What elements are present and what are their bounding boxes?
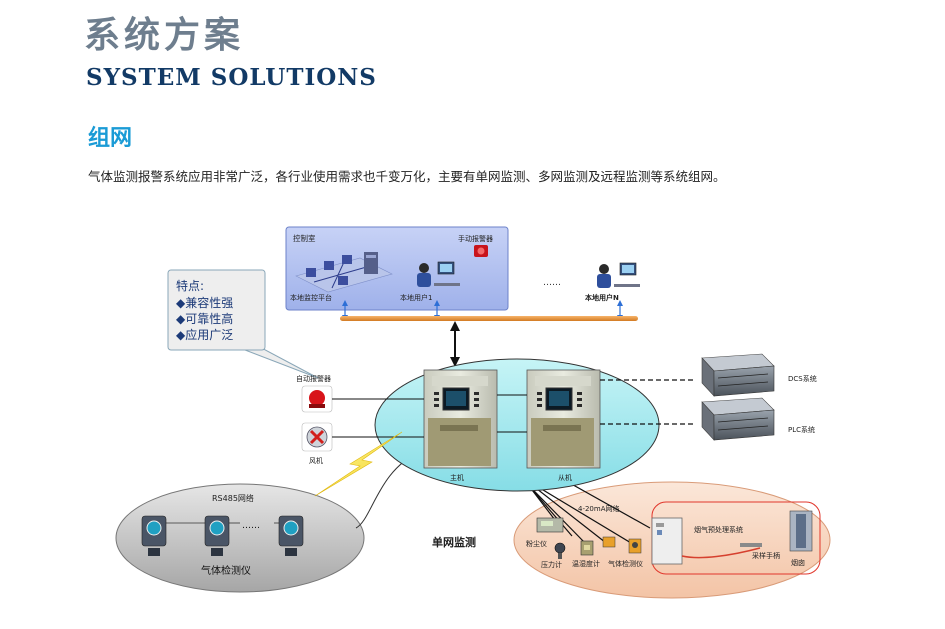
gas-detector-icon — [204, 515, 230, 556]
local-user-n-icon — [597, 262, 640, 288]
flue-icon — [789, 510, 813, 552]
features-callout: 特点: ◆兼容性强 ◆可靠性高 ◆应用广泛 — [167, 269, 319, 379]
gas-detector-icon — [141, 515, 167, 556]
main-unit-label: 主机 — [450, 473, 464, 482]
flue-gas-label: 烟气预处理系统 — [694, 525, 743, 534]
slave-unit-label: 从机 — [558, 473, 572, 482]
manual-alarm-icon — [474, 245, 488, 257]
dcs-label: DCS系统 — [788, 374, 817, 383]
local-user-n-label: 本地用户N — [584, 293, 619, 302]
gas-detector-label: 气体检测仪 — [201, 564, 251, 577]
section-title: 组网 — [88, 126, 133, 151]
page-title-cn: 系统方案 — [84, 15, 245, 56]
temp-humidity-icon — [580, 540, 594, 556]
main-network-ellipse — [374, 358, 660, 492]
temp-humidity-label: 温湿度计 — [572, 559, 600, 568]
local-platform-label: 本地监控平台 — [290, 293, 332, 302]
local-user-1-icon — [417, 261, 460, 287]
rs485-network: RS485网络 …… 气体检测仪 — [115, 483, 365, 593]
main-unit-cabinet — [423, 369, 498, 469]
sampling-handle-label: 采样手柄 — [752, 551, 780, 560]
plc-label: PLC系统 — [788, 425, 815, 434]
sampling-handle-icon — [681, 543, 762, 559]
rs485-label: RS485网络 — [212, 493, 254, 503]
gas-detector-2-icon — [602, 536, 642, 554]
page-title-en: SYSTEM SOLUTIONS — [86, 64, 377, 91]
control-room: 控制室 手动报警器 本地监控平台 本地用户1 — [285, 226, 509, 311]
flue-label: 烟囱 — [791, 558, 805, 567]
wireless-bolt-icon — [314, 431, 403, 497]
section-intro: 气体监测报警系统应用非常广泛，各行业使用需求也千变万化，主要有单网监测、多网监测… — [88, 169, 726, 184]
detectors-ellipsis: …… — [242, 521, 260, 531]
dust-meter-label: 粉尘仪 — [526, 539, 547, 548]
manual-alarm-label: 手动报警器 — [458, 234, 493, 243]
single-network-label: 单网监测 — [432, 535, 476, 549]
local-user-1-label: 本地用户1 — [400, 293, 432, 302]
feature-item: ◆可靠性高 — [176, 311, 233, 326]
auto-alarm-icon — [301, 385, 333, 413]
slave-unit-cabinet — [526, 369, 601, 469]
fan-label: 风机 — [309, 456, 323, 465]
feature-item: ◆应用广泛 — [176, 327, 233, 342]
ma-network-label: 4-20mA网络 — [578, 504, 620, 513]
feature-item: ◆兼容性强 — [176, 295, 233, 310]
dust-meter-icon — [536, 517, 564, 533]
dcs-server-icon — [701, 353, 775, 397]
pressure-gauge-icon — [554, 542, 566, 559]
ethernet-bus — [340, 316, 638, 321]
plc-server-icon — [701, 397, 775, 441]
flue-gas-cabinet-icon — [651, 517, 683, 565]
pressure-gauge-label: 压力计 — [541, 560, 562, 569]
users-ellipsis: …… — [543, 278, 561, 288]
auto-alarm-label: 自动报警器 — [296, 374, 331, 383]
control-room-title: 控制室 — [293, 233, 316, 243]
gas-detector-icon — [278, 515, 304, 556]
gas-detector-2-label: 气体检测仪 — [608, 559, 643, 568]
features-title: 特点: — [176, 278, 204, 293]
fan-icon — [301, 422, 333, 452]
platform-network-icon — [295, 252, 393, 293]
